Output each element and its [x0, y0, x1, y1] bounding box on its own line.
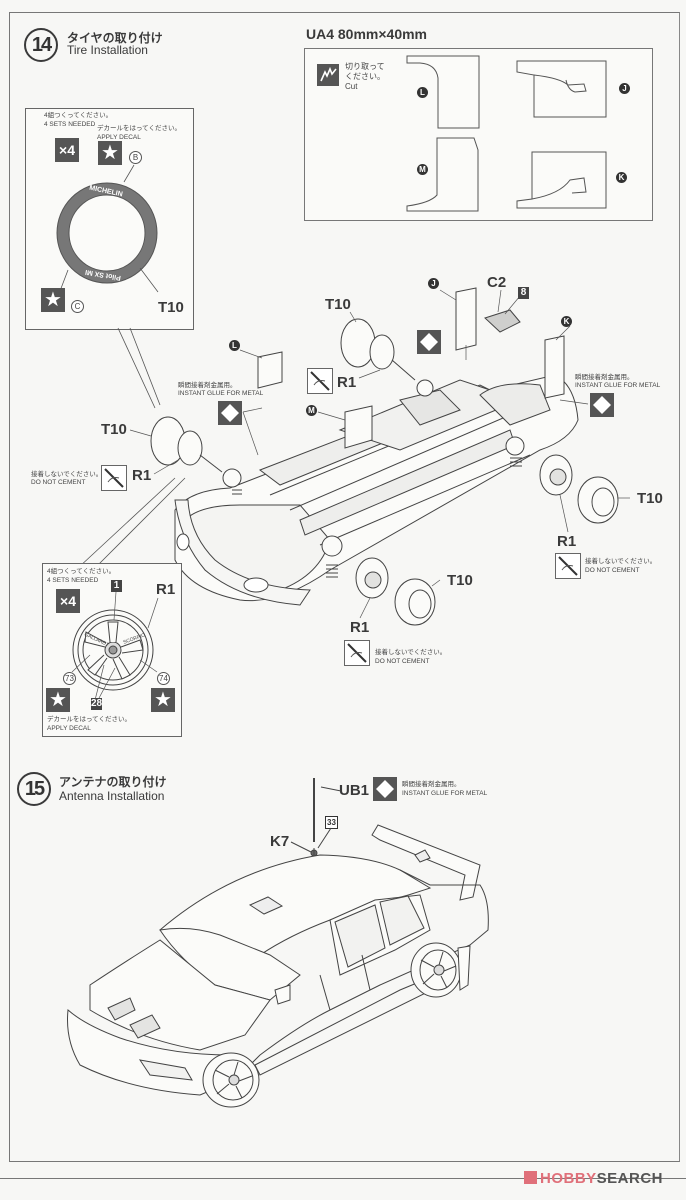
do-not-cement-icon-left [101, 465, 127, 491]
label-t10-rear: T10 [637, 490, 663, 507]
watermark-hobby: HOBBY [540, 1170, 597, 1187]
wheel-sets-en: 4 SETS NEEDED [47, 577, 99, 584]
cut-label-jp-1: 切り取って [345, 62, 385, 71]
label-r1-front: R1 [350, 619, 370, 636]
label-33: 33 [325, 816, 338, 829]
nocement-jp-left: 接着しないでください。 [31, 471, 103, 478]
tire-sets-jp: 4組つくってください。 [44, 112, 113, 119]
step-14-title-en: Tire Installation [67, 43, 148, 57]
label-l: L [229, 340, 240, 351]
nocement-en-front: DO NOT CEMENT [375, 658, 430, 665]
instant-glue-icon-right [590, 393, 614, 417]
label-r1-top: R1 [337, 374, 357, 391]
instant-glue-icon-antenna [373, 777, 397, 801]
label-t10-front: T10 [447, 572, 473, 589]
label-c2: C2 [487, 274, 507, 291]
label-m: M [306, 405, 317, 416]
decal-piece-L [406, 55, 480, 129]
cut-label-en: Cut [345, 82, 358, 91]
tire-x4-badge: ×4 [55, 138, 79, 162]
cut-label-jp-2: ください。 [345, 72, 385, 81]
step-14-badge: 14 [24, 28, 58, 62]
decal-label-L: L [417, 87, 428, 98]
step-15-badge: 15 [17, 772, 51, 806]
cut-icon [317, 64, 339, 86]
label-t10-top: T10 [325, 296, 351, 313]
label-k: K [561, 316, 572, 327]
bottom-rule [0, 1178, 686, 1179]
label-j: J [428, 278, 439, 289]
wheel-decal-jp: デカールをはってください。 [47, 716, 131, 723]
wheel-part-r1: R1 [156, 581, 176, 598]
decal-label-M: M [417, 164, 428, 175]
decal-piece-M [406, 137, 479, 212]
label-r1-rear: R1 [557, 533, 577, 550]
tire-decal-en: APPLY DECAL [97, 134, 141, 141]
wheel-decal-73: 73 [63, 672, 76, 685]
label-r1-left: R1 [132, 467, 152, 484]
nocement-jp-rear: 接着しないでください。 [585, 558, 657, 565]
tire-sets-en: 4 SETS NEEDED [44, 121, 96, 128]
step-15-title-jp: アンテナの取り付け [59, 775, 167, 789]
wheel-sets-jp: 4組つくってください。 [47, 568, 116, 575]
label-k7: K7 [270, 833, 290, 850]
page-frame [9, 12, 680, 1162]
label-ub1: UB1 [339, 782, 370, 799]
antenna-glue-jp: 瞬間接着剤金属用。 [402, 781, 461, 788]
decal-piece-J [516, 60, 607, 118]
decal-sheet-title: UA4 80mm×40mm [306, 26, 428, 42]
watermark-search: SEARCH [596, 1170, 664, 1187]
wheel-decal-star-icon-right: ★ [151, 688, 175, 712]
wheel-part-28: 28 [91, 698, 103, 710]
tire-decal-star-icon-2: ★ [41, 288, 65, 312]
tire-part-t10: T10 [158, 299, 184, 316]
do-not-cement-icon-rear [555, 553, 581, 579]
instant-glue-icon-left [218, 401, 242, 425]
nocement-en-left: DO NOT CEMENT [31, 479, 86, 486]
hobby-search-logo-icon [524, 1171, 537, 1184]
label-t10-left: T10 [101, 421, 127, 438]
instant-glue-icon [417, 330, 441, 354]
tire-decal-c: C [71, 300, 84, 313]
antenna-glue-en: INSTANT GLUE FOR METAL [402, 790, 488, 797]
step-14-title-jp: タイヤの取り付け [67, 31, 163, 45]
nocement-jp-front: 接着しないでください。 [375, 649, 447, 656]
glue-jp-left: 瞬間接着剤金属用。 [178, 382, 237, 389]
hobby-search-watermark: HOBBYSEARCH [524, 1170, 663, 1187]
wheel-x4-badge: ×4 [56, 589, 80, 613]
glue-jp-right: 瞬間接着剤金属用。 [575, 374, 634, 381]
wheel-part-1: 1 [111, 580, 122, 592]
do-not-cement-icon-front [344, 640, 370, 666]
step-15-title-en: Antenna Installation [59, 789, 165, 803]
glue-en-left: INSTANT GLUE FOR METAL [178, 390, 264, 397]
wheel-decal-74: 74 [157, 672, 170, 685]
tire-decal-star-icon: ★ [98, 141, 122, 165]
do-not-cement-icon [307, 368, 333, 394]
wheel-decal-en: APPLY DECAL [47, 725, 91, 732]
wheel-decal-star-icon-left: ★ [46, 688, 70, 712]
decal-label-K: K [616, 172, 627, 183]
glue-en-right: INSTANT GLUE FOR METAL [575, 382, 661, 389]
nocement-en-rear: DO NOT CEMENT [585, 567, 640, 574]
decal-label-J: J [619, 83, 630, 94]
label-8: 8 [518, 287, 529, 299]
tire-decal-jp: デカールをはってください。 [97, 125, 181, 132]
tire-decal-b: B [129, 151, 142, 164]
